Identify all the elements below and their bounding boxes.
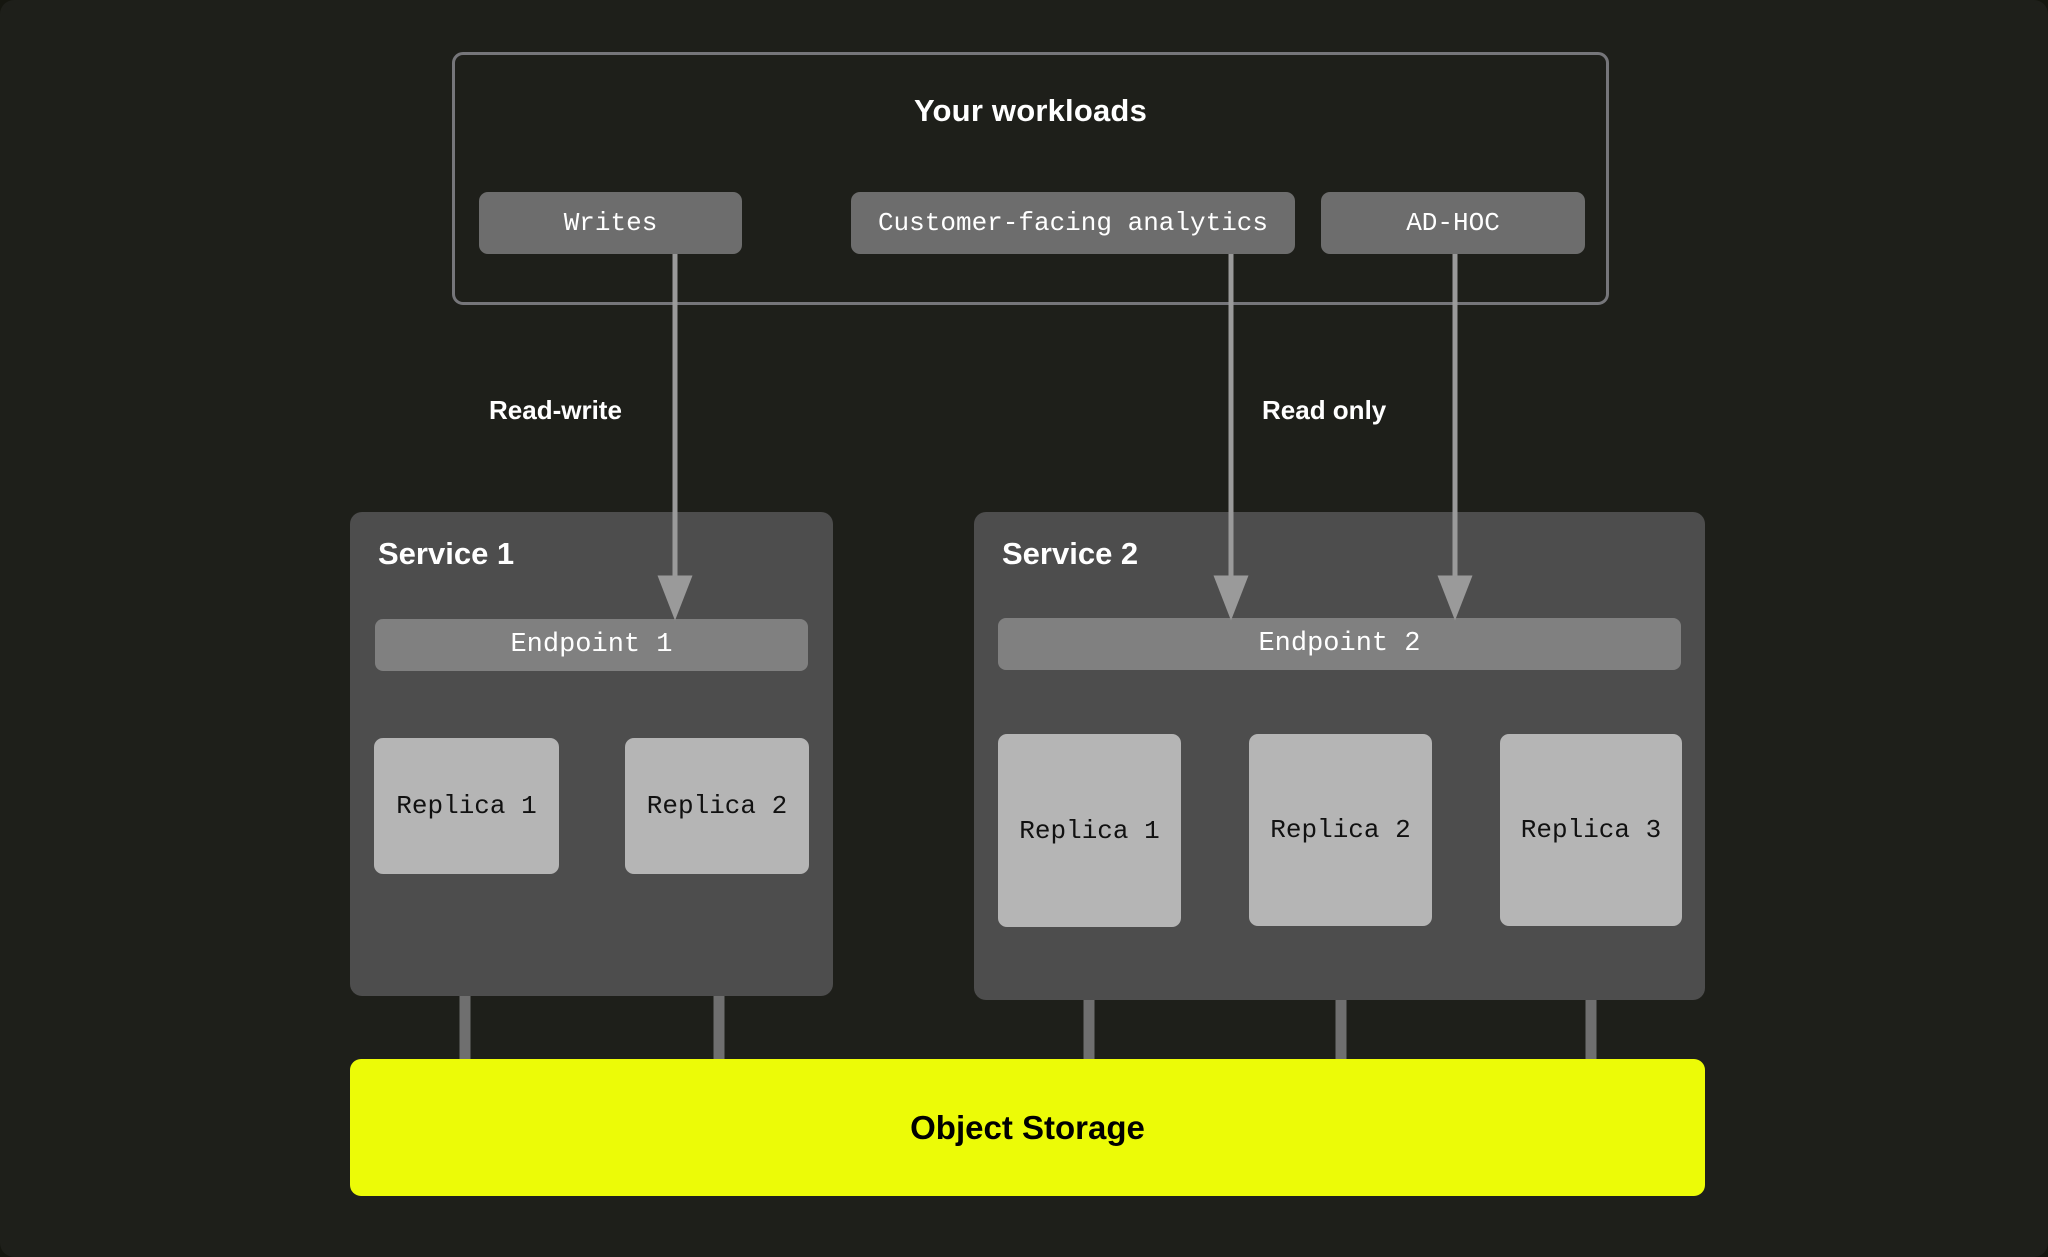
service-2-replica-1[interactable]: Replica 1 (998, 734, 1181, 927)
service-2-replica-1-label: Replica 1 (1019, 815, 1160, 846)
service-2-replica-2[interactable]: Replica 2 (1249, 734, 1432, 926)
workload-button-ad-hoc-label: AD-HOC (1406, 208, 1500, 238)
workload-button-ad-hoc[interactable]: AD-HOC (1321, 192, 1585, 254)
endpoint-1[interactable]: Endpoint 1 (375, 619, 808, 671)
service-1-replica-1[interactable]: Replica 1 (374, 738, 559, 874)
workloads-container: Your workloads (452, 52, 1609, 305)
workload-button-customer-facing-analytics-label: Customer-facing analytics (877, 208, 1269, 238)
edge-label-read-only: Read only (1262, 395, 1387, 425)
service-1-container[interactable]: Service 1 Endpoint 1 Replica 1 Replica 2 (350, 512, 833, 996)
object-storage-bar[interactable]: Object Storage (350, 1059, 1705, 1196)
workload-button-writes-label: Writes (563, 208, 658, 238)
edge-label-read-write: Read-write (489, 395, 622, 425)
object-storage-label: Object Storage (910, 1108, 1145, 1146)
workload-button-writes[interactable]: Writes (479, 192, 742, 254)
endpoint-1-label: Endpoint 1 (510, 630, 673, 660)
service-2-container[interactable]: Service 2 Endpoint 2 Replica 1 Replica 2… (974, 512, 1705, 1000)
service-2-replica-2-label: Replica 2 (1270, 815, 1411, 845)
service-2-title: Service 2 (1002, 536, 1139, 571)
service-1-title: Service 1 (378, 536, 515, 571)
endpoint-2-label: Endpoint 2 (1258, 629, 1421, 659)
workloads-title: Your workloads (913, 93, 1148, 128)
workload-button-customer-facing-analytics[interactable]: Customer-facing analytics (851, 192, 1295, 254)
service-1-replica-2-label: Replica 2 (646, 791, 788, 821)
service-1-replica-1-label: Replica 1 (396, 791, 537, 821)
service-2-replica-3-label: Replica 3 (1520, 815, 1662, 845)
endpoint-2[interactable]: Endpoint 2 (998, 618, 1681, 670)
service-1-replica-2[interactable]: Replica 2 (625, 738, 809, 874)
service-2-replica-3[interactable]: Replica 3 (1500, 734, 1682, 926)
